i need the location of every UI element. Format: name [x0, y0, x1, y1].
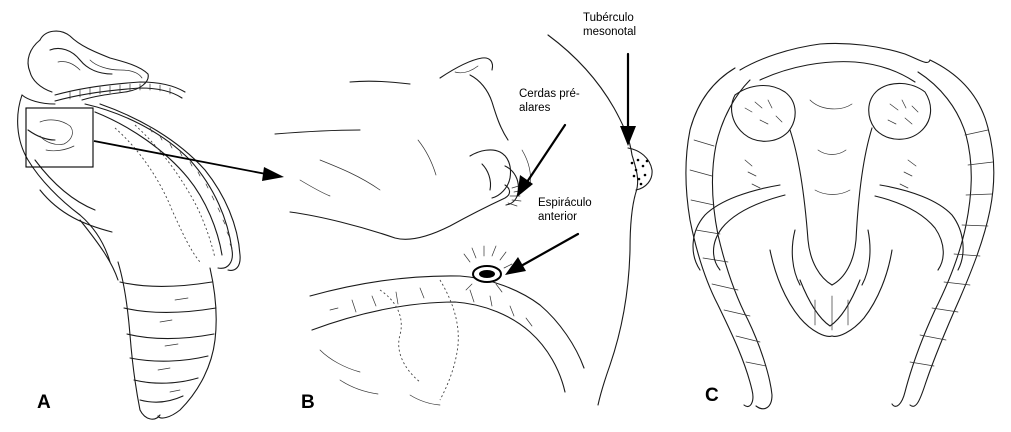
thorax-detail-drawing — [275, 35, 652, 405]
pupa-lateral-drawing — [18, 31, 240, 419]
annotation-cerdas-line1: Cerdas pré- — [519, 87, 580, 101]
panel-label-c: C — [705, 385, 719, 407]
cerdas-arrow — [517, 125, 565, 197]
tuberculo-arrow — [620, 54, 636, 146]
annotation-espiraculo-line2: anterior — [538, 210, 592, 224]
espiraculo-arrow — [505, 234, 578, 275]
annotation-tuberculo-line1: Tubérculo — [583, 11, 636, 25]
annotation-cerdas-prealares: Cerdas pré- alares — [519, 87, 580, 115]
annotation-tuberculo-mesonotal: Tubérculo mesonotal — [583, 11, 636, 39]
panel-label-b: B — [301, 392, 315, 414]
annotation-cerdas-line2: alares — [519, 101, 580, 115]
annotation-espiraculo-anterior: Espiráculo anterior — [538, 196, 592, 224]
zoom-arrow — [94, 141, 284, 181]
annotation-espiraculo-line1: Espiráculo — [538, 196, 592, 210]
annotation-tuberculo-line2: mesonotal — [583, 25, 636, 39]
panel-label-a: A — [37, 392, 51, 414]
pupa-frontal-drawing — [686, 43, 994, 408]
